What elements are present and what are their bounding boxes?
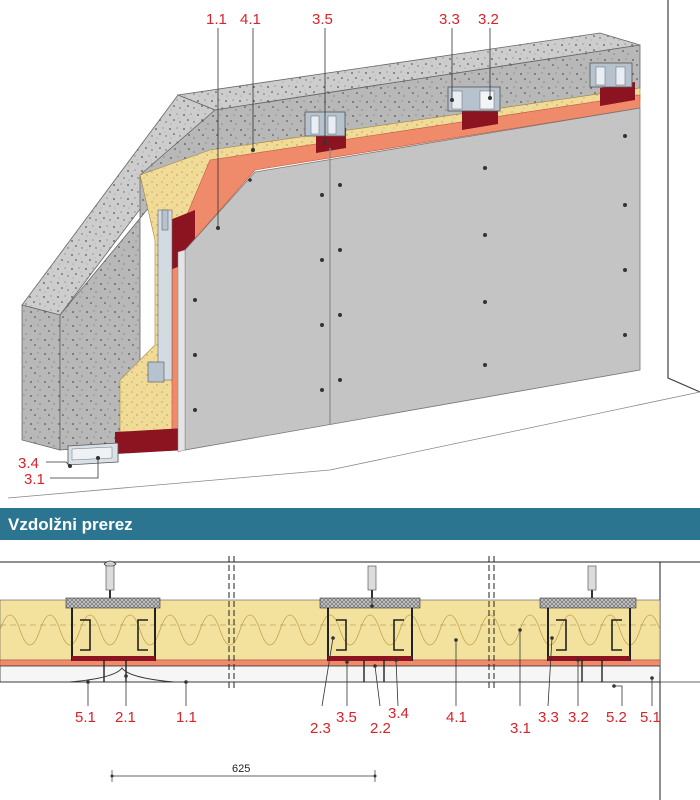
edge-joint-detail [600, 672, 661, 683]
callout-1-1-bottom: 1.1 [176, 709, 197, 726]
callout-5-1-right: 5.1 [640, 709, 661, 726]
floor-track-3-1 [67, 442, 119, 466]
callout-3-1: 3.1 [24, 471, 45, 488]
room-corner-line [667, 0, 700, 393]
dimension-dot-left [110, 774, 114, 778]
board-panel [184, 107, 641, 451]
section-profile-2 [319, 565, 421, 682]
isometric-wall-illustration: 1.1 4.1 3.5 3.3 3.2 3.4 3.1 [7, 0, 700, 499]
concrete-main-face [59, 44, 641, 451]
metal-profile-3-3 [447, 86, 501, 112]
callout-3-1-bottom: 3.1 [510, 720, 531, 737]
callout-2-1: 2.1 [115, 709, 136, 726]
metal-profile-right [589, 62, 633, 88]
board-screws [193, 134, 627, 412]
section-board [0, 665, 661, 683]
dimension-dot-right [373, 774, 377, 778]
longitudinal-section: 5.1 2.1 1.1 2.3 3.5 2.2 3.4 4.1 3.1 3.3 … [0, 556, 700, 800]
callout-5-2: 5.2 [606, 709, 627, 726]
callout-2-2: 2.2 [370, 720, 391, 737]
concrete-left-face [21, 304, 61, 451]
dimension-625: 625 [110, 763, 377, 782]
section-profile-1 [65, 560, 161, 682]
red-strip-bottom [115, 428, 185, 454]
callout-3-4-bottom: 3.4 [388, 705, 409, 722]
callout-3-5-bottom: 3.5 [336, 709, 357, 726]
callout-2-3: 2.3 [310, 720, 331, 737]
bottom-leader-dots [86, 604, 654, 688]
callout-3-4: 3.4 [18, 455, 39, 472]
section-banner: Vzdolžni prerez [0, 508, 700, 540]
section-profile-3 [539, 565, 637, 682]
callout-4-1-bottom: 4.1 [446, 709, 467, 726]
callout-3-3: 3.3 [439, 11, 460, 28]
red-strip-right [600, 82, 635, 106]
top-leader-lines [46, 28, 491, 479]
callout-3-2-bottom: 3.2 [568, 709, 589, 726]
metal-profile-vertical [147, 209, 173, 383]
section-insulation [0, 599, 661, 661]
callout-3-5: 3.5 [312, 11, 333, 28]
section-title: Vzdolžni prerez [8, 515, 133, 534]
callout-3-3-bottom: 3.3 [538, 709, 559, 726]
board-joint-detail [69, 667, 175, 683]
callout-3-2: 3.2 [478, 11, 499, 28]
insulation-wave-pattern [0, 614, 661, 646]
dimension-label: 625 [232, 763, 250, 775]
callout-1-1: 1.1 [206, 11, 227, 28]
floor-line [7, 391, 700, 499]
section-top-void [0, 560, 660, 600]
section-banner-bg [0, 508, 700, 540]
bottom-leader-lines [87, 598, 653, 707]
top-leader-dots [68, 96, 492, 468]
section-break-lines [228, 556, 495, 690]
callout-5-1-left: 5.1 [75, 709, 96, 726]
board-edge [177, 249, 186, 453]
callout-4-1: 4.1 [240, 11, 261, 28]
